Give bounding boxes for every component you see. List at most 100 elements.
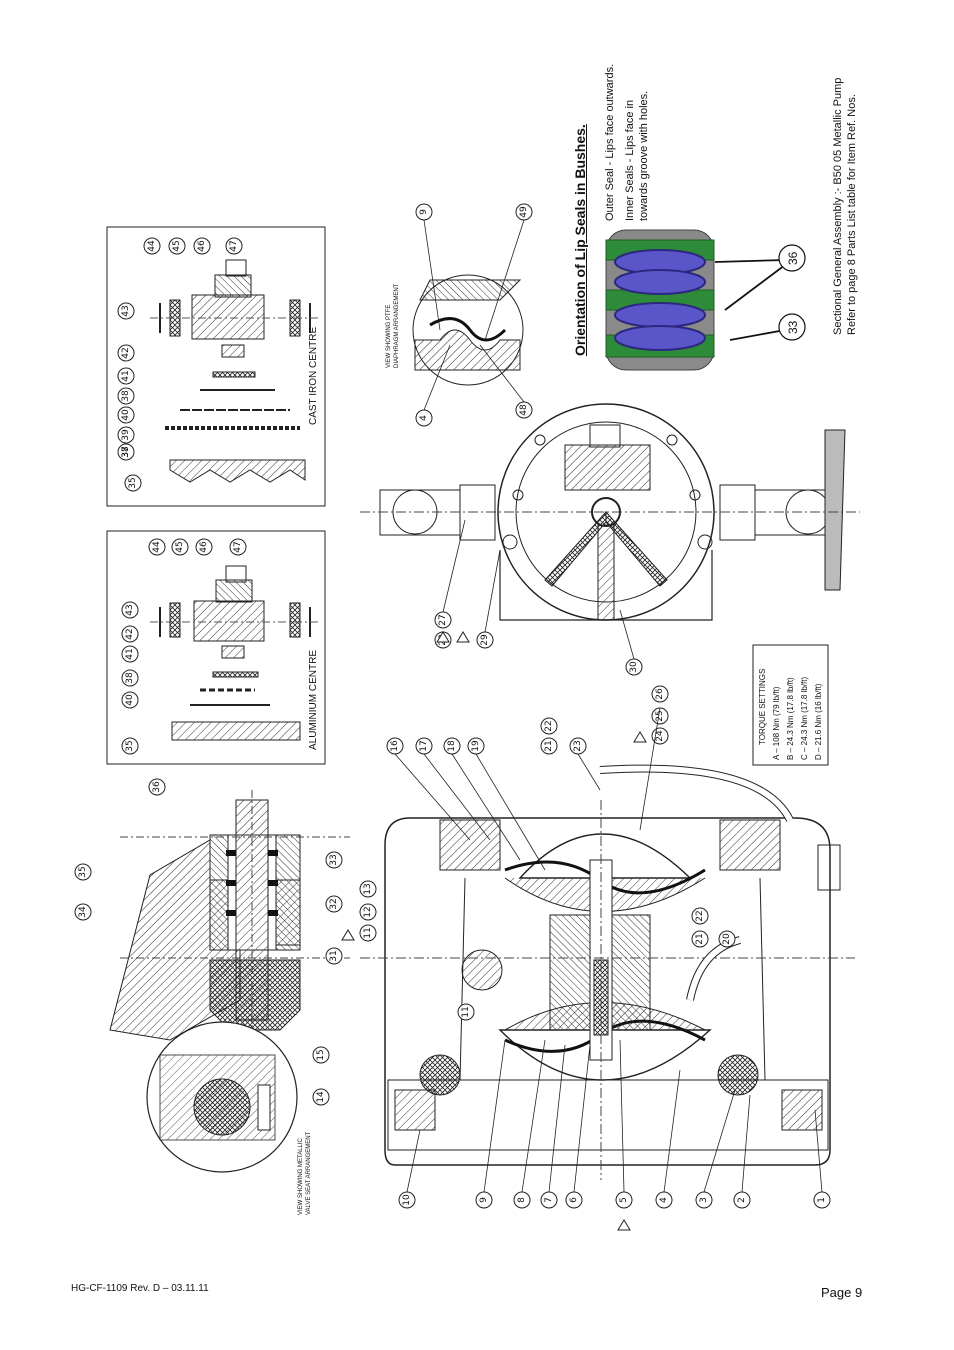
balloon-label: 27 (438, 614, 448, 625)
torque-triangle-markers (341, 631, 647, 1231)
aluminium-exploded-parts (150, 565, 320, 741)
balloon-label: 38 (121, 446, 131, 458)
balloon-label: 46 (199, 541, 209, 553)
air-chamber-end-view (360, 403, 860, 621)
ptfe-view-label-1: VIEW SHOWING PTFE (386, 304, 392, 368)
balloon-label: 43 (125, 604, 135, 615)
torque-title: TORQUE SETTINGS (758, 668, 767, 745)
balloon-label: 24 (655, 730, 665, 742)
balloon-label: 11 (363, 927, 373, 938)
aluminium-centre-label: ALUMINIUM CENTRE (308, 649, 319, 750)
balloon-label: 42 (125, 628, 135, 639)
balloon-label: 3 (699, 1197, 709, 1203)
document-reference: HG-CF-1109 Rev. D – 03.11.11 (71, 1283, 209, 1294)
seal-callout-33: 33 (786, 320, 800, 334)
inner-seal-note-line1: Inner Seals - Lips face in (624, 99, 636, 221)
balloon-label: 19 (471, 740, 481, 752)
balloon-label: 45 (172, 240, 182, 251)
cast-iron-exploded-parts (150, 259, 320, 483)
balloon-label: 2 (737, 1197, 747, 1203)
balloon-label: 49 (519, 206, 529, 218)
balloon-label: 14 (316, 1091, 326, 1103)
balloon-label: 41 (125, 648, 135, 659)
cast-iron-inset-frame (106, 226, 326, 507)
balloon-label: 7 (544, 1197, 554, 1203)
balloon-label: 8 (517, 1197, 527, 1203)
balloon-label: 22 (695, 910, 705, 921)
inner-seal-note-line2: towards groove with holes. (638, 90, 650, 221)
balloon-label: 37 (121, 446, 131, 457)
torque-row-a: A – 108 Nm (79 lb/ft) (772, 686, 781, 760)
balloon-label: 40 (125, 694, 135, 706)
balloon-label: 12 (363, 906, 373, 917)
balloon-label: 43 (121, 305, 131, 316)
balloon-label: 18 (447, 740, 457, 752)
torque-row-b: B – 24.3 Nm (17.8 lb/ft) (786, 677, 795, 760)
main-pump-section (360, 764, 855, 1180)
balloon-label: 47 (229, 240, 239, 251)
balloon-label: 4 (659, 1197, 669, 1203)
balloon-label: 9 (419, 209, 429, 215)
ptfe-diaphragm-detail (412, 274, 524, 386)
cast-iron-centre-label: CAST IRON CENTRE (308, 326, 319, 425)
balloon-label: 5 (619, 1197, 629, 1203)
balloon-label: 35 (128, 477, 138, 488)
torque-row-c: C – 24.3 Nm (17.8 lb/ft) (800, 676, 809, 760)
balloon-label: 36 (152, 781, 162, 793)
balloon-label: 32 (329, 898, 339, 909)
lip-seal-heading: Orientation of Lip Seals in Bushes. (572, 124, 588, 356)
balloon-label: 23 (573, 740, 583, 751)
assembly-caption-line1: Sectional General Assembly :- B50 05 Met… (832, 77, 844, 335)
balloon-label: 6 (569, 1197, 579, 1203)
balloon-label: 46 (197, 240, 207, 252)
balloon-label: 48 (519, 404, 529, 416)
balloon-label: 25 (655, 710, 665, 721)
balloon-label: 17 (419, 740, 429, 751)
balloon-label: 44 (147, 240, 157, 252)
ptfe-view-label-2: DIAPHRAGM ARRANGEMENT (394, 283, 400, 368)
balloon-label: 47 (233, 541, 243, 552)
balloon-label: 35 (78, 866, 88, 877)
balloon-label: 1 (817, 1197, 827, 1203)
balloon-label: 13 (363, 883, 373, 894)
torque-row-d: D – 21.6 Nm (16 lb/ft) (814, 683, 823, 760)
outer-seal-note: Outer Seal - Lips face outwards. (604, 63, 616, 221)
balloon-label: 9 (479, 1197, 489, 1203)
balloon-label: 40 (121, 409, 131, 421)
balloon-label: 29 (480, 634, 490, 646)
balloon-label: 21 (695, 933, 705, 944)
aluminium-inset-frame (106, 530, 326, 765)
valve-view-label-1: VIEW SHOWING METALLIC (298, 1138, 304, 1215)
balloon-label: 39 (121, 429, 131, 441)
balloon-label: 38 (121, 390, 131, 402)
page-number: Page 9 (821, 1285, 863, 1300)
torque-settings-frame (752, 644, 829, 766)
balloon-label: 15 (316, 1049, 326, 1060)
balloon-label: 26 (655, 688, 665, 700)
balloon-label: 34 (78, 906, 88, 918)
balloon-circles (74, 203, 831, 1209)
balloon-label: 22 (544, 720, 554, 731)
balloon-label: 21 (544, 740, 554, 751)
balloon-label: 10 (402, 1194, 412, 1206)
lip-seal-illustration (605, 229, 806, 371)
valve-seat-detail (146, 1021, 298, 1173)
balloon-label: 11 (461, 1006, 471, 1017)
assembly-caption-line2: Refer to page 8 Parts List table for Ite… (846, 94, 858, 335)
balloon-label: 33 (329, 854, 339, 865)
balloon-label: 44 (152, 541, 162, 553)
balloon-label: 20 (722, 933, 732, 945)
bush-section-detail (109, 790, 350, 1041)
valve-view-label-2: VALVE SEAT ARRANGEMENT (306, 1131, 312, 1215)
balloon-label: 42 (121, 347, 131, 358)
balloon-label: 30 (629, 661, 639, 673)
balloon-label: 4 (419, 415, 429, 421)
balloon-label: 41 (121, 370, 131, 381)
leader-lines (394, 219, 823, 1193)
balloon-label: 31 (329, 950, 339, 961)
balloon-label: 16 (390, 740, 400, 752)
balloon-label: 45 (175, 541, 185, 552)
